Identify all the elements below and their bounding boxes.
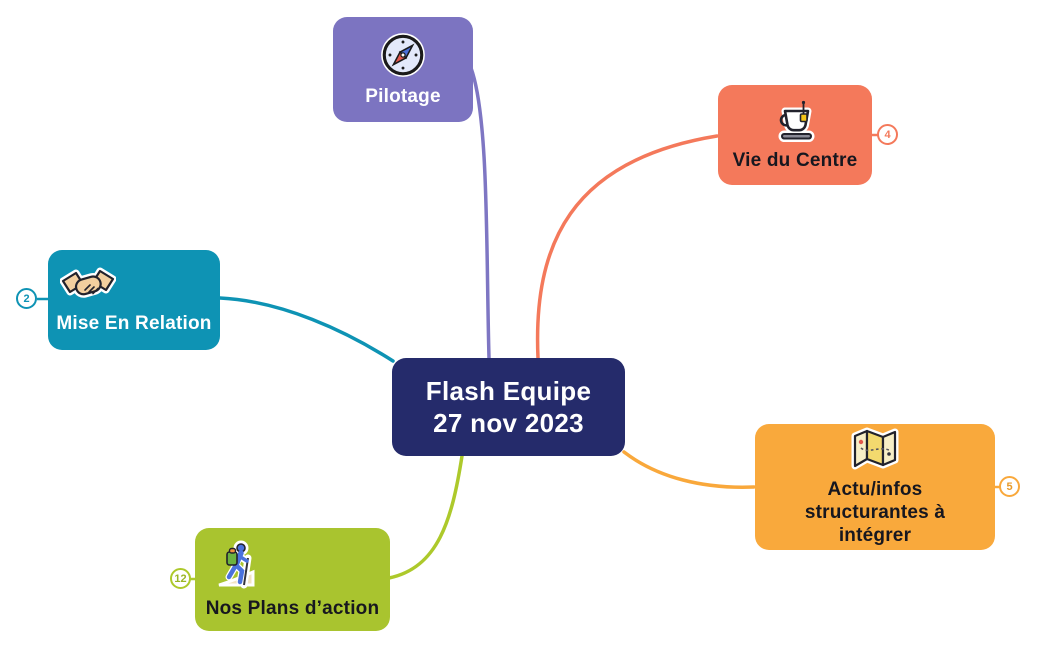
topic-central[interactable]: Flash Equipe 27 nov 2023: [392, 358, 625, 456]
badge-mise-en-relation-count[interactable]: 2: [16, 288, 37, 309]
hiker-icon: [213, 538, 267, 592]
badge-nos-plans-count[interactable]: 12: [170, 568, 191, 589]
central-title-line2: 27 nov 2023: [433, 408, 584, 438]
topic-pilotage[interactable]: Pilotage: [333, 17, 473, 122]
badge-actu-infos-count[interactable]: 5: [999, 476, 1020, 497]
connector-pilotage: [469, 66, 491, 360]
compass-icon: [378, 30, 428, 80]
badge-vie-du-centre-count[interactable]: 4: [877, 124, 898, 145]
connector-actu-infos: [622, 450, 756, 489]
topic-nos-plans[interactable]: Nos Plans d’action: [195, 528, 390, 631]
topic-vie-du-centre[interactable]: Vie du Centre: [718, 85, 872, 185]
topic-actu-infos-label: Actu/infos structurantes à intégrer: [804, 478, 946, 547]
connector-mise-en-relation: [218, 296, 395, 363]
teacup-icon: [770, 98, 820, 144]
topic-actu-infos[interactable]: Actu/infos structurantes à intégrer: [755, 424, 995, 550]
map-icon: [848, 427, 902, 473]
connector-vie-du-centre: [535, 134, 719, 360]
handshake-icon: [60, 265, 116, 307]
central-title-line1: Flash Equipe: [425, 375, 592, 406]
topic-nos-plans-label: Nos Plans d’action: [205, 598, 380, 620]
connector-nos-plans: [387, 454, 464, 580]
topic-pilotage-label: Pilotage: [365, 86, 441, 108]
topic-mise-en-relation-label: Mise En Relation: [56, 312, 212, 334]
topic-mise-en-relation[interactable]: Mise En Relation: [48, 250, 220, 350]
topic-vie-du-centre-label: Vie du Centre: [732, 149, 858, 171]
